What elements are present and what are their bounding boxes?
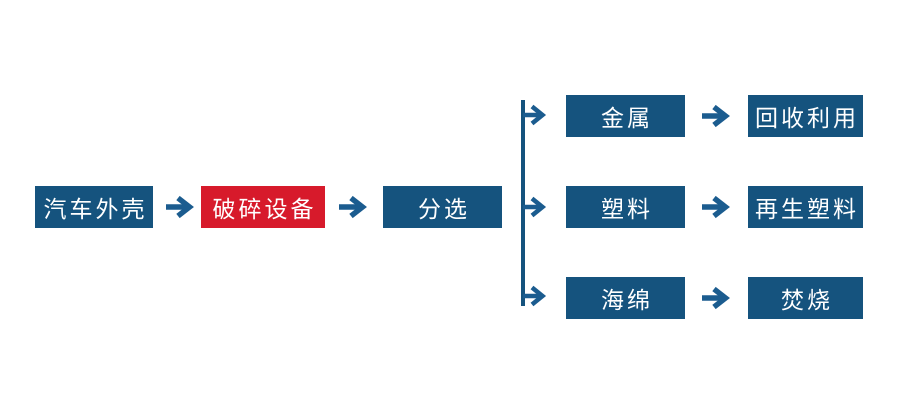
node-crusher: 破碎设备 bbox=[201, 186, 325, 228]
branch-arrow-right-icon bbox=[523, 104, 549, 126]
branch-arrow-right-icon bbox=[523, 196, 549, 218]
arrow-right-icon bbox=[338, 195, 370, 219]
node-plastic: 塑料 bbox=[566, 186, 685, 228]
arrow-right-icon bbox=[701, 104, 733, 128]
node-car-shell: 汽车外壳 bbox=[35, 186, 153, 228]
node-incineration: 焚烧 bbox=[748, 277, 863, 319]
node-recycle-reuse: 回收利用 bbox=[748, 95, 863, 137]
node-recycled-plastic: 再生塑料 bbox=[748, 186, 863, 228]
arrow-right-icon bbox=[165, 195, 197, 219]
branch-connector-line bbox=[521, 100, 525, 306]
arrow-right-icon bbox=[701, 286, 733, 310]
arrow-right-icon bbox=[701, 195, 733, 219]
node-metal: 金属 bbox=[566, 95, 685, 137]
branch-arrow-right-icon bbox=[523, 285, 549, 307]
node-sorting: 分选 bbox=[383, 186, 502, 228]
node-sponge: 海绵 bbox=[566, 277, 685, 319]
